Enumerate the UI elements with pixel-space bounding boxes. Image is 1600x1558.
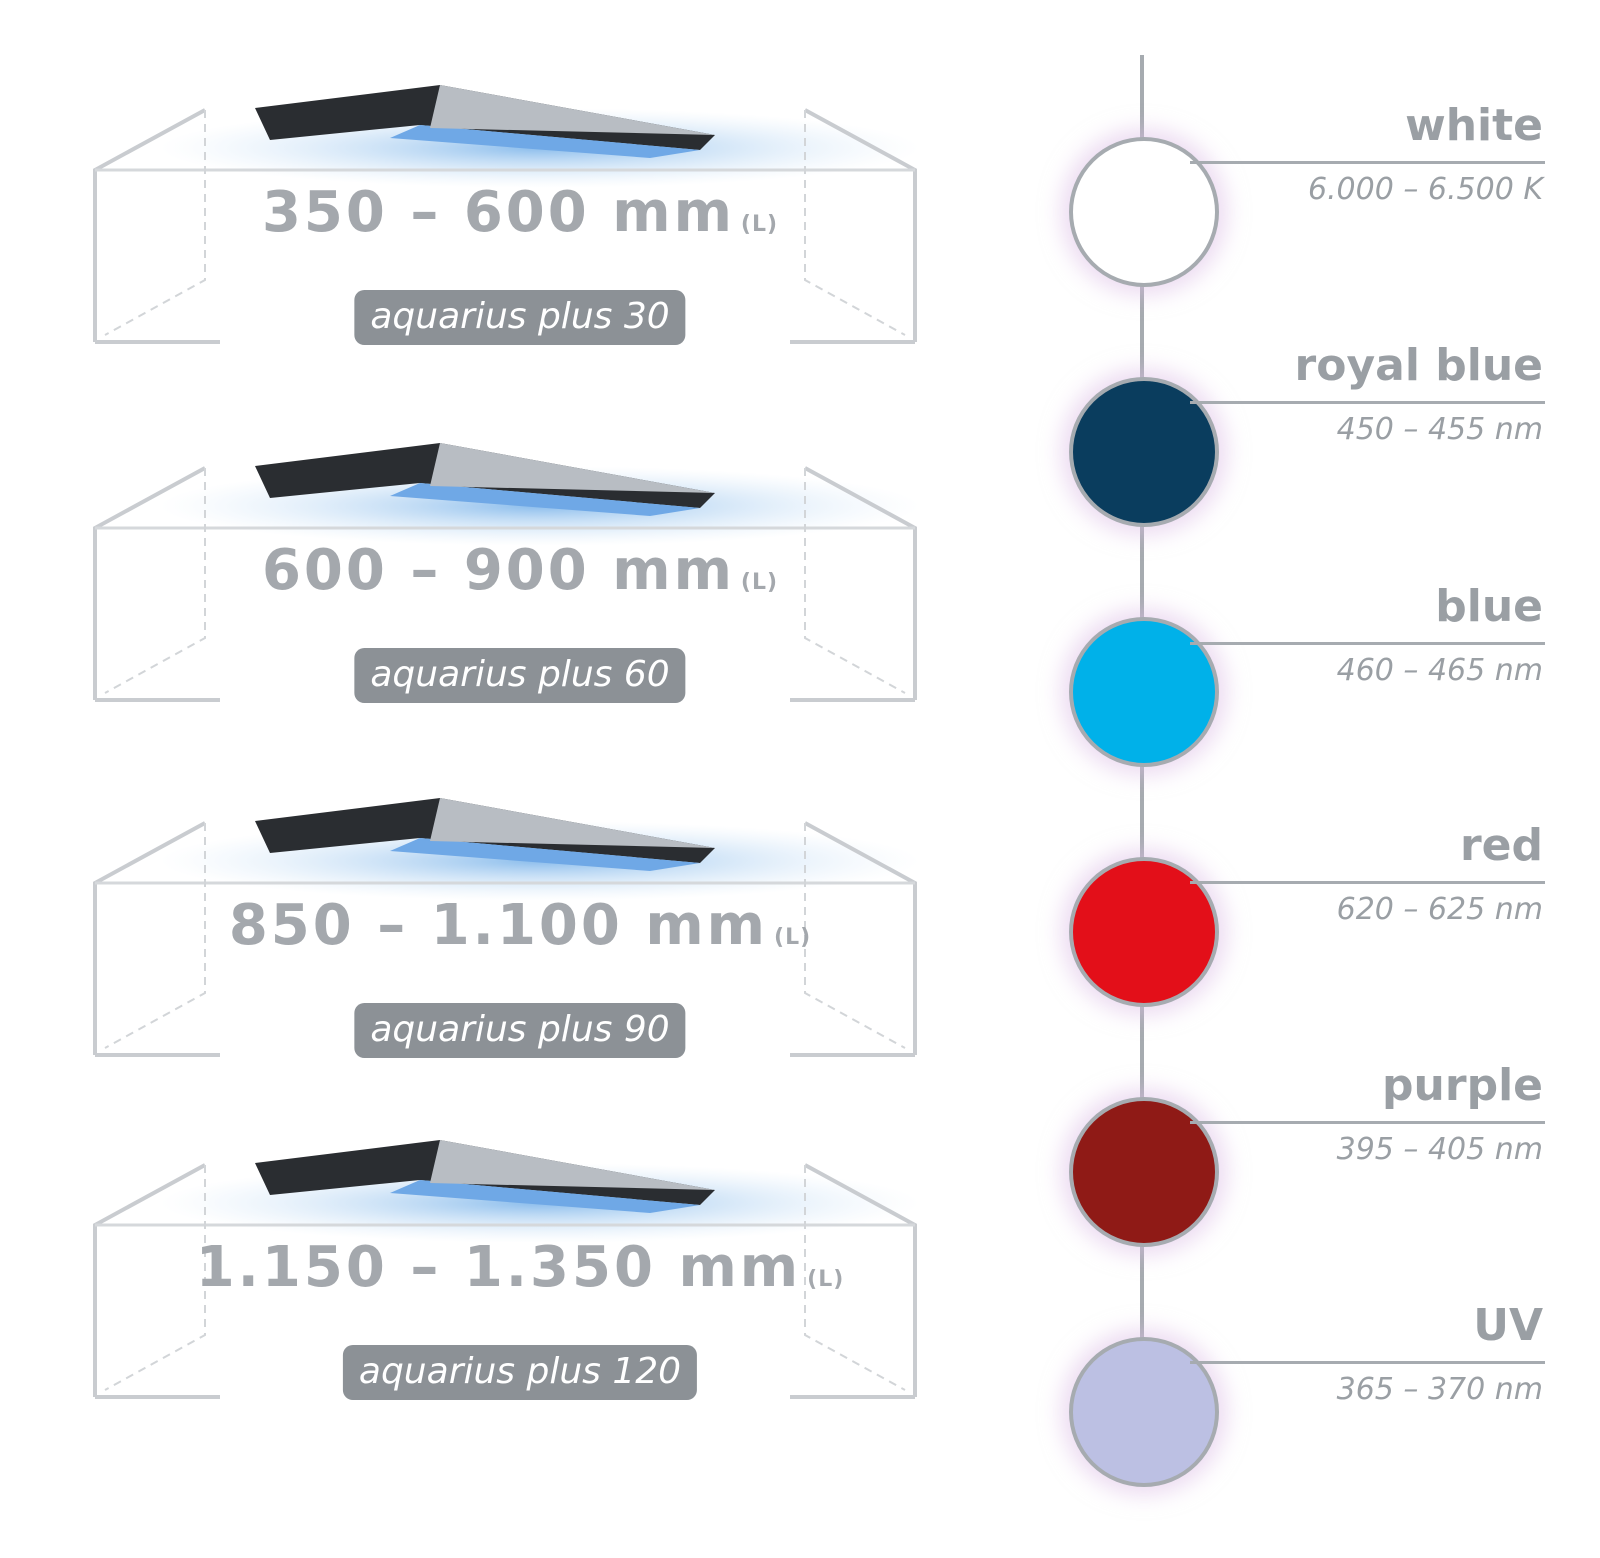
color-name: red: [1459, 820, 1543, 871]
color-value: 450 – 455 nm: [1336, 412, 1543, 447]
product-panel: 600 – 900 mm(L) aquarius plus 60: [90, 438, 950, 768]
aquarium-light-illustration: [93, 85, 920, 344]
model-badge: aquarius plus 30: [354, 290, 686, 345]
aquarium-light-illustration: [93, 443, 920, 702]
unit-label: (L): [740, 212, 779, 237]
color-value: 365 – 370 nm: [1336, 1372, 1543, 1407]
color-name: purple: [1382, 1060, 1543, 1111]
color-name: blue: [1435, 581, 1543, 632]
divider-line: [1190, 161, 1545, 164]
divider-line: [1190, 1361, 1545, 1364]
led-swatch-uv: [1069, 1337, 1219, 1487]
divider-line: [1190, 1121, 1545, 1124]
model-badge: aquarius plus 90: [354, 1003, 686, 1058]
dimension-label: 350 – 600 mm(L): [261, 180, 779, 245]
model-badge: aquarius plus 120: [342, 1345, 698, 1400]
color-value: 460 – 465 nm: [1336, 653, 1543, 688]
divider-line: [1190, 401, 1545, 404]
color-value: 620 – 625 nm: [1336, 892, 1543, 927]
color-value: 6.000 – 6.500 K: [1307, 172, 1543, 207]
color-value: 395 – 405 nm: [1336, 1132, 1543, 1167]
color-name: UV: [1473, 1300, 1543, 1351]
unit-label: (L): [807, 1267, 845, 1292]
led-swatch-purple: [1069, 1097, 1219, 1247]
color-name: royal blue: [1294, 340, 1543, 391]
led-swatch-white: [1069, 137, 1219, 287]
dimension-label: 600 – 900 mm(L): [261, 538, 779, 603]
color-name: white: [1405, 100, 1543, 151]
unit-label: (L): [740, 570, 779, 595]
product-panel: 350 – 600 mm(L) aquarius plus 30: [90, 80, 950, 410]
divider-line: [1190, 642, 1545, 645]
product-panel: 1.150 – 1.350 mm(L) aquarius plus 120: [90, 1135, 950, 1465]
dimension-label: 850 – 1.100 mm(L): [228, 893, 812, 958]
divider-line: [1190, 881, 1545, 884]
unit-label: (L): [774, 925, 812, 950]
led-swatch-royal-blue: [1069, 377, 1219, 527]
aquarium-light-illustration: [93, 1140, 920, 1399]
model-badge: aquarius plus 60: [354, 648, 686, 703]
dimension-label: 1.150 – 1.350 mm(L): [195, 1235, 845, 1300]
led-swatch-red: [1069, 857, 1219, 1007]
led-swatch-blue: [1069, 617, 1219, 767]
product-panel: 850 – 1.100 mm(L) aquarius plus 90: [90, 793, 950, 1123]
aquarium-light-illustration: [93, 798, 920, 1057]
